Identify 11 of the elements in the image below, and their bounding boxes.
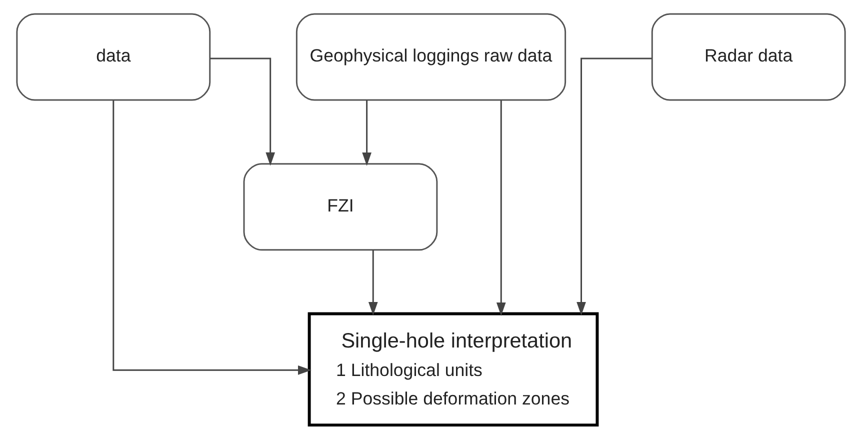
arrow (112, 100, 311, 375)
arrow (362, 100, 371, 166)
arrow (576, 58, 652, 316)
node-box: Radar data (650, 13, 846, 101)
arrow (368, 250, 378, 316)
node-box: data (16, 13, 210, 101)
node-box: Geophysical loggings raw data (295, 13, 566, 101)
arrow (210, 58, 275, 166)
node-box: FZI (242, 163, 438, 251)
arrow (496, 100, 506, 316)
node-box: Single-hole interpretation 1 Lithological units 2 Possible deformation zones (307, 312, 598, 427)
